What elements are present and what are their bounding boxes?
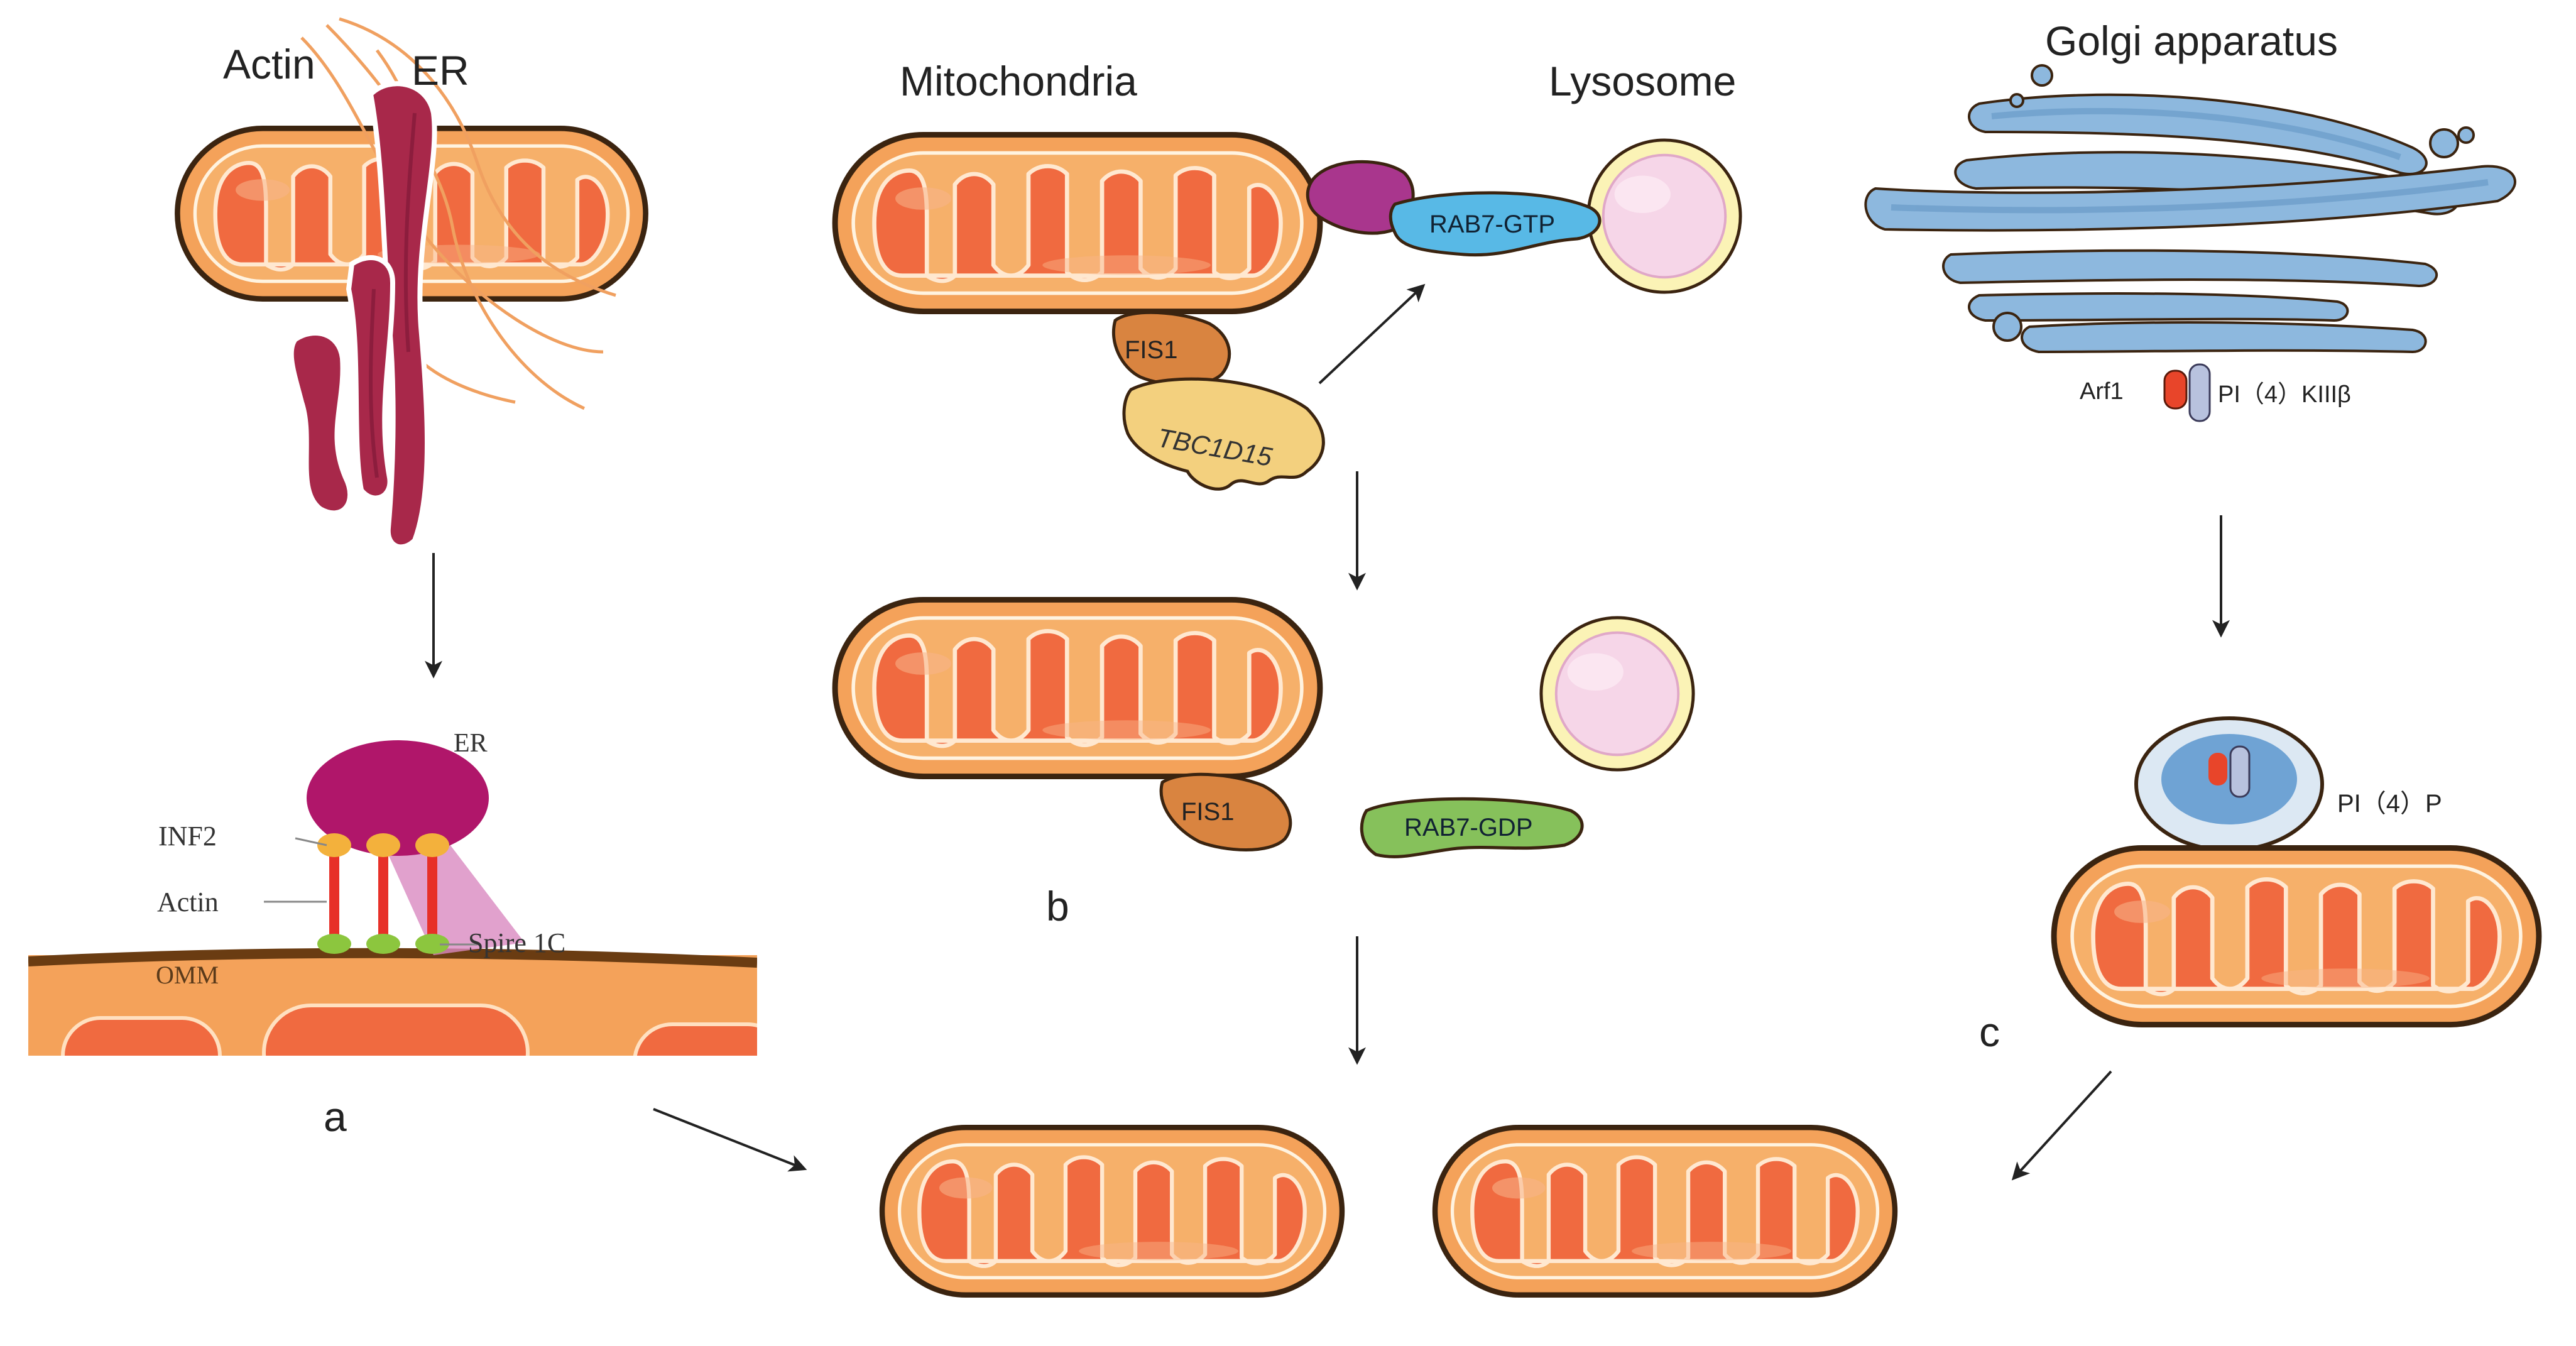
detail-omm-label: OMM — [156, 961, 219, 989]
panel-b-letter: b — [1046, 883, 1069, 929]
detail-er-label: ER — [454, 729, 488, 758]
fis1-top-label: FIS1 — [1125, 336, 1177, 364]
mitochondrion-b-middle — [835, 599, 1320, 776]
golgi-label: Golgi apparatus — [2045, 18, 2338, 64]
panel-c: Golgi apparatus Arf1 PI（4）KIIIβ — [1864, 18, 2539, 1181]
vesicle-pi4k — [2229, 745, 2251, 798]
vesicle-arf1 — [2208, 753, 2227, 785]
inf2-dots — [317, 833, 449, 857]
pi4k-label: PI（4）KIIIβ — [2218, 381, 2351, 408]
rab7-gdp-protein — [1360, 797, 1584, 858]
arrow-a-to-daughters — [653, 1108, 807, 1172]
mitochondrion-c — [2054, 848, 2539, 1024]
detail-spire-label: Spire 1C — [468, 927, 565, 958]
rab7-gtp-protein — [1389, 191, 1602, 257]
arf1-protein — [2163, 369, 2188, 410]
arrow-c-to-daughters — [2011, 1070, 2112, 1181]
spire-dots — [317, 934, 449, 954]
fis1-top-protein — [1111, 310, 1231, 386]
panel-a-letter: a — [324, 1093, 347, 1140]
lysosome-bottom — [1541, 618, 1693, 770]
er-label: ER — [412, 47, 469, 94]
fis1-bottom-label: FIS1 — [1181, 798, 1234, 826]
daughter-mitochondrion-left — [882, 1127, 1342, 1295]
lysosome-top — [1588, 140, 1740, 292]
pi4p-label: PI（4）P — [2337, 790, 2442, 818]
panel-a: Actin ER — [28, 17, 757, 1140]
fis1-bottom-protein — [1159, 772, 1292, 851]
mitochondria-label: Mitochondria — [900, 58, 1137, 104]
lysosome-label: Lysosome — [1549, 58, 1736, 104]
tbc1d15-protein — [1122, 377, 1325, 491]
mitochondrion-b-top — [835, 134, 1320, 311]
pi4k-protein — [2188, 363, 2211, 422]
actin-label: Actin — [223, 41, 315, 87]
er-contact-zone — [377, 823, 525, 955]
er-blob — [307, 740, 489, 856]
detail-inf2-label: INF2 — [158, 821, 217, 851]
detail-actin-label: Actin — [157, 887, 219, 917]
daughter-mitochondrion-right — [1435, 1127, 1895, 1295]
arrow-tbc-to-rab7 — [1318, 283, 1426, 385]
er-actin-detail: ER INF2 Actin Spire 1C OMM — [28, 729, 757, 1056]
rab7-gtp-label: RAB7-GTP — [1429, 211, 1555, 238]
golgi-apparatus — [1864, 93, 2516, 354]
actin-rods — [329, 845, 437, 946]
panel-b: Mitochondria Lysosome RAB7-GTP FIS1 TBC1… — [835, 58, 1740, 1065]
golgi-vesicles — [1992, 64, 2475, 342]
panel-c-letter: c — [1979, 1009, 2000, 1055]
rab7-gdp-label: RAB7-GDP — [1404, 814, 1533, 841]
arf1-label: Arf1 — [2080, 378, 2124, 405]
